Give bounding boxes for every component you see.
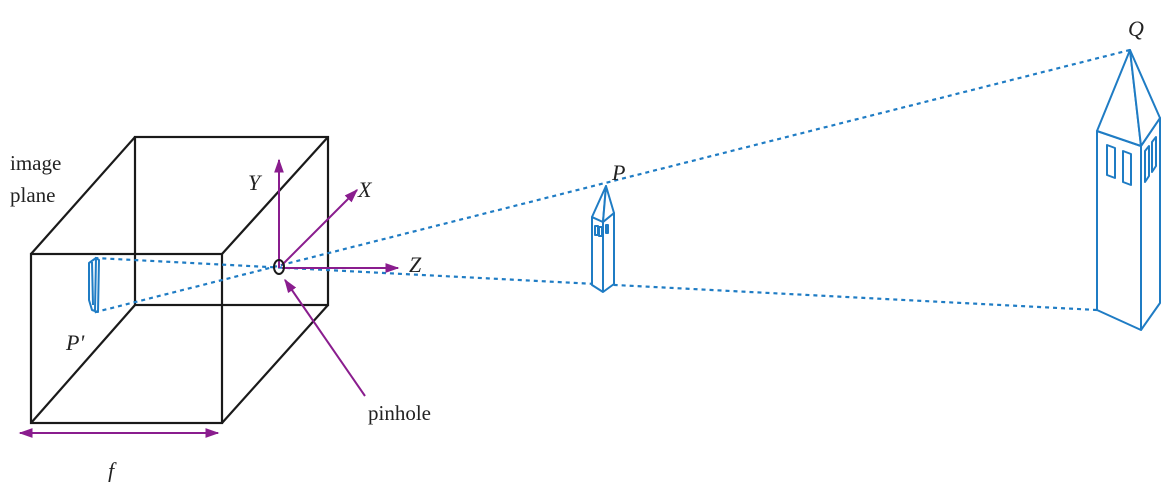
pinhole-icon [273, 259, 285, 275]
q-label: Q [1128, 16, 1144, 41]
pinhole-label: pinhole [368, 401, 431, 425]
image-plane-label-line2: plane [10, 183, 55, 207]
x-axis-label: X [357, 177, 373, 202]
p-label: P [611, 160, 625, 185]
tower-near [591, 185, 615, 293]
camera-axes [18, 158, 400, 438]
y-axis-label: Y [248, 170, 263, 195]
focal-length-label: f [108, 458, 117, 482]
camera-box [29, 135, 330, 425]
p-prime-label: P' [65, 330, 84, 355]
projected-tower-image [88, 257, 100, 313]
z-axis-label: Z [409, 252, 422, 277]
ray-top [91, 48, 1131, 315]
projection-rays [91, 48, 1131, 315]
x-axis-arrow [281, 189, 358, 266]
image-plane-label-line1: image [10, 151, 61, 175]
tower-far [1096, 49, 1161, 331]
pinhole-pointer-arrow [284, 278, 366, 397]
